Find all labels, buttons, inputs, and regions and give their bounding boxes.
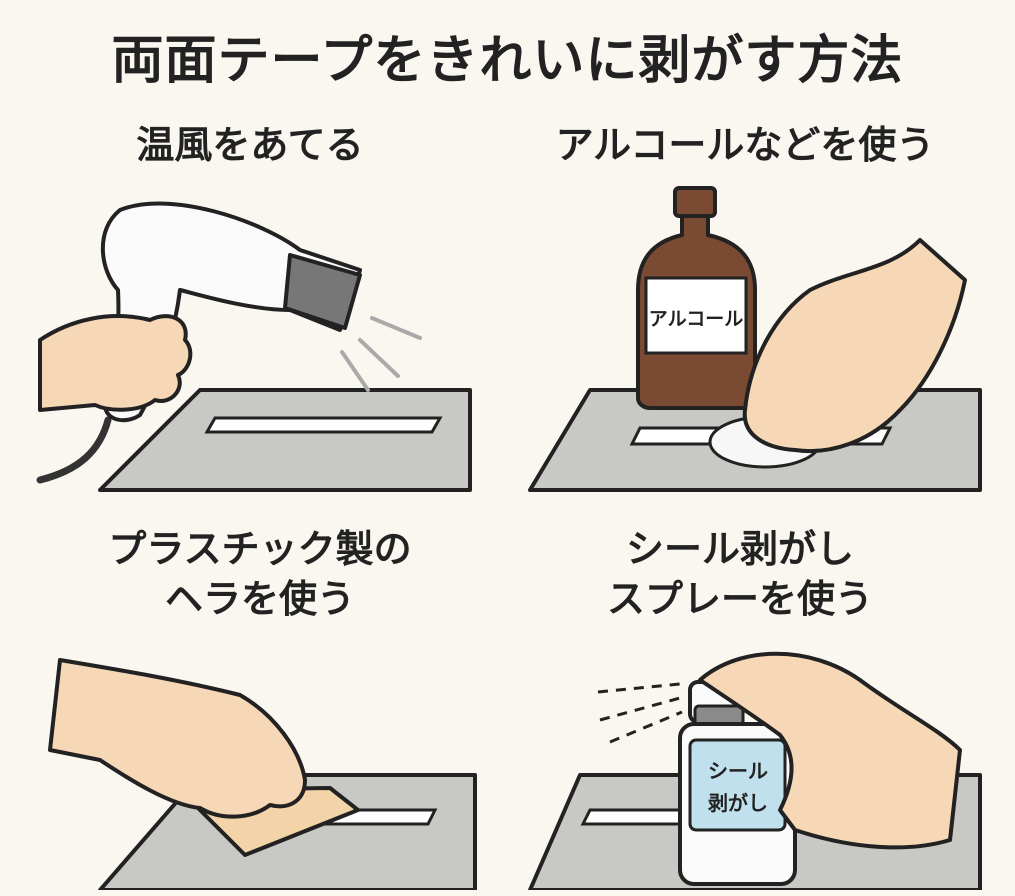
spray-mist-line [609,710,683,744]
dryer-nozzle [283,253,362,330]
hair-dryer-illustration [36,201,472,492]
panel-heading-spatula-line-1: プラスチック製の [108,527,412,571]
airflow-line [358,338,400,378]
spray-label-line-2: 剥がし [708,791,768,815]
panel-heading-spray: シール剥がし スプレーを使う [520,524,960,624]
panel-heading-spatula-line-2: ヘラを使う [164,577,355,621]
spatula-illustration [48,658,477,890]
hand [698,651,962,850]
spray-label-line-1: シール [708,759,768,783]
hand [38,314,193,412]
panel-heading-spray-line-1: シール剥がし [625,527,854,571]
alcohol-illustration: アルコール [528,186,982,492]
panel-heading-hot-air: 温風をあてる [136,123,364,167]
panel-heading-spray-line-2: スプレーを使う [606,577,873,621]
airflow-line [370,316,422,340]
spray-mist-line [597,682,681,694]
dryer-cord [36,416,112,484]
spray-mist-line [599,696,681,722]
page-title: 両面テープをきれいに剥がす方法 [111,31,904,91]
airflow-line [340,350,370,392]
alcohol-bottle: アルコール [636,186,757,410]
surface [98,388,472,492]
hand [48,658,307,819]
tape-strip [204,416,443,434]
spray-illustration: シール 剥がし [528,651,982,890]
hand [742,238,967,453]
bottle-label: アルコール [649,308,743,330]
panel-heading-alcohol: アルコールなどを使う [555,123,935,167]
spray-can: シール 剥がし [678,680,797,886]
panel-heading-spatula: プラスチック製の ヘラを使う [40,524,480,624]
